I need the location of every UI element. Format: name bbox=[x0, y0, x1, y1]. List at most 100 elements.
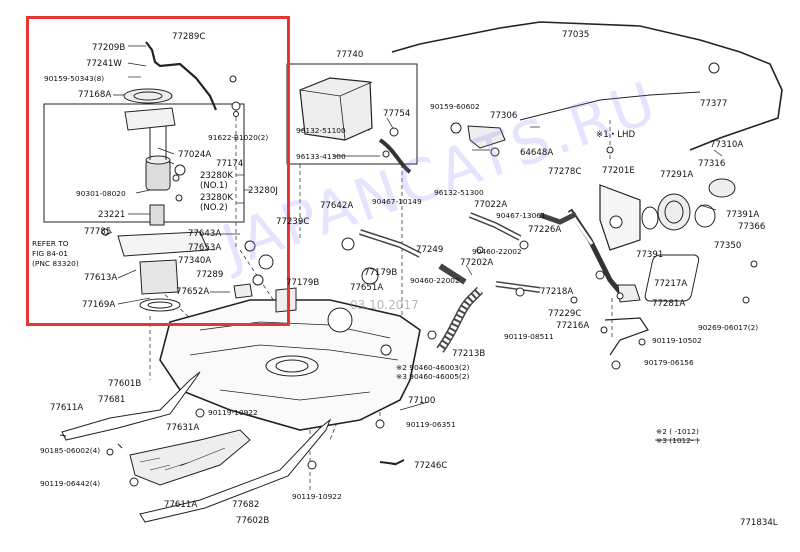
part-label[interactable]: 77310A bbox=[710, 140, 744, 150]
part-label[interactable]: 77035 bbox=[562, 30, 590, 40]
part-label[interactable]: 77602B bbox=[236, 516, 270, 526]
part-label[interactable]: 77740 bbox=[336, 50, 364, 60]
fuel-cap bbox=[708, 178, 736, 198]
part-label[interactable]: 77213B bbox=[452, 349, 486, 359]
part-label[interactable]: 90185-06002(4) bbox=[40, 446, 101, 455]
part-label[interactable]: 77229C bbox=[548, 309, 582, 319]
part-label[interactable]: 77201E bbox=[602, 166, 635, 176]
part-label[interactable]: 77391 bbox=[636, 250, 664, 260]
part-label[interactable]: 90159-60602 bbox=[430, 102, 480, 111]
o-ring bbox=[694, 204, 716, 228]
part-label[interactable]: 77209B bbox=[92, 43, 126, 53]
part-label[interactable]: 90467-10149 bbox=[372, 197, 422, 206]
part-label[interactable]: 77785 bbox=[84, 227, 112, 237]
part-label[interactable]: 77391A bbox=[726, 210, 760, 220]
part-label[interactable]: 77022A bbox=[474, 200, 508, 210]
part-label[interactable]: 77179B bbox=[364, 268, 398, 278]
part-label[interactable]: 90119-10922 bbox=[208, 408, 258, 417]
part-label[interactable]: 77100 bbox=[408, 396, 436, 406]
part-label[interactable]: 77217A bbox=[654, 279, 688, 289]
part-label[interactable]: 77024A bbox=[178, 150, 212, 160]
part-label[interactable]: ※2 90460-46003(2) bbox=[396, 363, 470, 372]
part-label[interactable]: 77278C bbox=[548, 167, 582, 177]
part-label[interactable]: 77651A bbox=[350, 283, 384, 293]
part-label[interactable]: 96133-41300 bbox=[296, 152, 346, 161]
gasket bbox=[641, 206, 659, 230]
part-label[interactable]: 77281A bbox=[652, 299, 686, 309]
tank-protector-77631A bbox=[129, 429, 251, 486]
tank-band-77602B bbox=[139, 418, 332, 523]
part-label[interactable]: 77289C bbox=[172, 32, 206, 42]
part-label[interactable]: 23280K bbox=[200, 193, 233, 203]
part-label[interactable]: 77653A bbox=[188, 243, 222, 253]
charcoal-canister bbox=[299, 77, 373, 141]
part-label[interactable]: 90119-10922 bbox=[292, 492, 342, 501]
tank-opening bbox=[265, 355, 319, 377]
part-label[interactable]: 64648A bbox=[520, 148, 554, 158]
leader-lines bbox=[104, 45, 723, 466]
part-label[interactable]: 77377 bbox=[700, 99, 728, 109]
part-label[interactable]: 77340A bbox=[178, 256, 212, 266]
part-label[interactable]: 77652A bbox=[176, 287, 210, 297]
part-label[interactable]: 23280K bbox=[200, 171, 233, 181]
part-label[interactable]: 90179-06156 bbox=[644, 358, 694, 367]
part-label[interactable]: 90119-10502 bbox=[652, 336, 702, 345]
part-label[interactable]: 77179B bbox=[286, 278, 320, 288]
part-label[interactable]: ※3 90460-46005(2) bbox=[396, 372, 470, 381]
part-label[interactable]: 77174 bbox=[216, 159, 244, 169]
fuel-lid bbox=[644, 254, 700, 302]
bracket-77216A bbox=[604, 317, 649, 356]
part-label[interactable]: 77241W bbox=[86, 59, 122, 69]
lhd-pipe bbox=[519, 91, 701, 121]
pump-bracket-top bbox=[124, 107, 176, 131]
part-label[interactable]: 77246C bbox=[414, 461, 448, 471]
part-label[interactable]: 77642A bbox=[320, 201, 354, 211]
part-label[interactable]: 77681 bbox=[98, 395, 126, 405]
part-label[interactable]: 77249 bbox=[416, 245, 444, 255]
part-label[interactable]: 77682 bbox=[232, 500, 260, 510]
part-label[interactable]: 96132-51100 bbox=[296, 126, 346, 135]
part-label[interactable]: 90467-13061 bbox=[496, 211, 546, 220]
part-label[interactable]: 77601B bbox=[108, 379, 142, 389]
part-label[interactable]: 77226A bbox=[528, 225, 562, 235]
refer-note-line-3: (PNC 83320) bbox=[32, 259, 79, 268]
part-label[interactable]: 77202A bbox=[460, 258, 494, 268]
part-label[interactable]: 91622-B1020(2) bbox=[208, 133, 269, 142]
part-label-note: (NO.1) bbox=[200, 181, 228, 191]
fuel-sender bbox=[139, 259, 179, 295]
filler-cap-ring bbox=[657, 193, 691, 231]
part-label[interactable]: 77611A bbox=[164, 500, 198, 510]
part-label[interactable]: 77611A bbox=[50, 403, 84, 413]
part-label[interactable]: 77643A bbox=[188, 229, 222, 239]
part-label[interactable]: 77218A bbox=[540, 287, 574, 297]
part-label[interactable]: 77316 bbox=[698, 159, 726, 169]
part-label[interactable]: 90119-06442(4) bbox=[40, 479, 101, 488]
part-label[interactable]: 77366 bbox=[738, 222, 766, 232]
bracket-77306 bbox=[467, 125, 506, 149]
part-label[interactable]: 77289 bbox=[196, 270, 224, 280]
fuel-return-pipe bbox=[145, 41, 218, 111]
part-label[interactable]: 77306 bbox=[490, 111, 518, 121]
part-label[interactable]: 77350 bbox=[714, 241, 742, 251]
part-label[interactable]: 77239C bbox=[276, 217, 310, 227]
part-label[interactable]: 90119-08511 bbox=[504, 332, 554, 341]
part-label[interactable]: 90460-22002 bbox=[472, 247, 522, 256]
part-label[interactable]: 96132-51300 bbox=[434, 188, 484, 197]
part-label[interactable]: 77613A bbox=[84, 273, 118, 283]
part-label[interactable]: 23280J bbox=[248, 186, 278, 196]
part-label[interactable]: 90269-06017(2) bbox=[698, 323, 759, 332]
part-label[interactable]: 77291A bbox=[660, 170, 694, 180]
part-label[interactable]: 90301-08020 bbox=[76, 189, 126, 198]
lhd-note: ※1・LHD bbox=[596, 130, 636, 140]
pipe-77035 bbox=[391, 21, 783, 151]
part-label[interactable]: 90119-06351 bbox=[406, 420, 456, 429]
part-label[interactable]: 77216A bbox=[556, 321, 590, 331]
part-label[interactable]: 77169A bbox=[82, 300, 116, 310]
part-label[interactable]: 77631A bbox=[166, 423, 200, 433]
part-label[interactable]: 77754 bbox=[383, 109, 411, 119]
part-label[interactable]: 90159-50343(8) bbox=[44, 74, 105, 83]
part-label[interactable]: 77168A bbox=[78, 90, 112, 100]
part-label[interactable]: 90460-22002 bbox=[410, 276, 460, 285]
part-label[interactable]: 23221 bbox=[98, 210, 126, 220]
